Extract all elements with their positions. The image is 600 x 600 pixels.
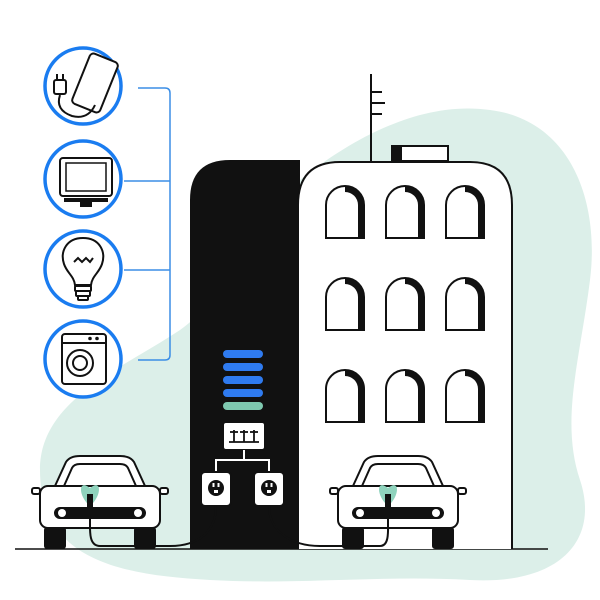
outlet-right [253, 471, 285, 507]
power-lines-icon [229, 430, 259, 443]
window-shadow [405, 370, 424, 422]
antenna [370, 74, 385, 162]
window-shadow [345, 370, 364, 422]
window-shadow [345, 186, 364, 238]
window-shadow [405, 186, 424, 238]
appliance-washer [43, 319, 123, 399]
appliance-bulb [43, 229, 123, 309]
right-car [329, 455, 467, 549]
left-car [31, 455, 169, 549]
tv-icon [59, 157, 113, 207]
phone-charging-icon [53, 52, 119, 118]
power-socket-icon [208, 480, 224, 496]
window-shadow [405, 278, 424, 330]
window-shadow [345, 278, 364, 330]
battery-bar-blue [223, 376, 263, 384]
battery-bar-blue [223, 363, 263, 371]
appliance-connector [124, 87, 171, 361]
appliance-tv [43, 139, 123, 219]
building-windows [325, 185, 485, 423]
electric-car-icon [329, 455, 467, 549]
electric-car-icon [31, 455, 169, 549]
washing-machine-icon [61, 333, 107, 385]
power-socket-icon [261, 480, 277, 496]
appliance-phone [43, 46, 123, 126]
battery-indicator [223, 350, 263, 410]
battery-bar-blue [223, 350, 263, 358]
lightbulb-icon [61, 236, 105, 301]
battery-bar-blue [223, 389, 263, 397]
window-shadow [465, 186, 484, 238]
electric-panel [215, 421, 270, 472]
window-shadow [465, 370, 484, 422]
battery-bar-green [223, 402, 263, 410]
window-shadow [465, 278, 484, 330]
outlet-left [200, 471, 232, 507]
